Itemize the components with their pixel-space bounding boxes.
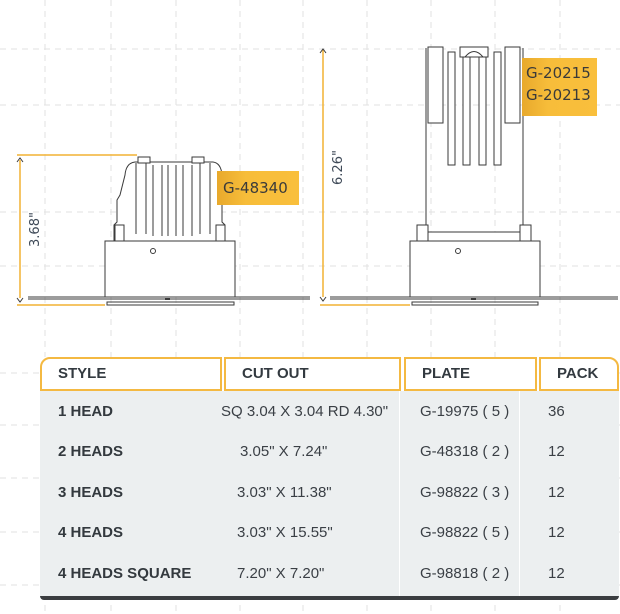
fixture-drawings	[16, 46, 618, 306]
table-row: 4 HEADS 3.03" X 15.55" G-98822 ( 5 ) 12	[40, 513, 619, 553]
cell-plate: G-98818 ( 2 )	[420, 565, 510, 582]
table-header: STYLE CUT OUT PLATE PACK	[40, 357, 619, 391]
table-row: 1 HEAD SQ 3.04 X 3.04 RD 4.30" G-19975 (…	[40, 392, 619, 432]
part-number: G-20213	[526, 86, 591, 104]
column-divider	[399, 391, 400, 596]
dimension-label-right: 6.26"	[330, 150, 346, 185]
cell-style: 1 HEAD	[58, 403, 114, 420]
cell-plate: G-48318 ( 2 )	[420, 443, 510, 460]
part-number: G-20215	[526, 64, 591, 82]
part-tag-g-48340: G-48340	[217, 171, 299, 205]
cell-plate: G-19975 ( 5 )	[420, 403, 510, 420]
cell-plate: G-98822 ( 3 )	[420, 484, 510, 501]
table-row: 2 HEADS 3.05" X 7.24" G-48318 ( 2 ) 12	[40, 432, 619, 472]
header-pack: PACK	[539, 357, 619, 391]
product-spec-table: STYLE CUT OUT PLATE PACK 1 HEAD SQ 3.04 …	[40, 357, 619, 600]
cell-style: 4 HEADS SQUARE	[58, 565, 192, 582]
cell-pack: 36	[548, 403, 565, 420]
cell-style: 4 HEADS	[58, 524, 124, 541]
table-row: 4 HEADS SQUARE 7.20" X 7.20" G-98818 ( 2…	[40, 554, 619, 594]
cell-pack: 12	[548, 524, 565, 541]
dimension-label-left: 3.68"	[27, 212, 43, 247]
cell-style: 3 HEADS	[58, 484, 124, 501]
dimension-3-68	[17, 154, 137, 306]
table-row: 3 HEADS 3.03" X 11.38" G-98822 ( 3 ) 12	[40, 473, 619, 513]
cell-cut-out: 3.05" X 7.24"	[240, 443, 328, 460]
dimension-6-26	[320, 50, 410, 306]
single-fixture-drawing	[28, 156, 310, 306]
cell-cut-out: 7.20" X 7.20"	[237, 565, 325, 582]
cell-plate: G-98822 ( 5 )	[420, 524, 510, 541]
cell-pack: 12	[548, 565, 565, 582]
cell-pack: 12	[548, 484, 565, 501]
extended-fixture-drawing	[330, 46, 618, 306]
cell-pack: 12	[548, 443, 565, 460]
cell-cut-out: SQ 3.04 X 3.04 RD 4.30"	[221, 403, 389, 420]
cell-style: 2 HEADS	[58, 443, 124, 460]
part-number: G-48340	[223, 179, 288, 197]
cell-cut-out: 3.03" X 15.55"	[237, 524, 333, 541]
header-cut-out: CUT OUT	[224, 357, 401, 391]
column-divider	[519, 391, 520, 596]
header-plate: PLATE	[404, 357, 537, 391]
header-style: STYLE	[40, 357, 222, 391]
cell-cut-out: 3.03" X 11.38"	[237, 484, 332, 501]
part-tag-group: G-20215 G-20213	[522, 58, 597, 116]
